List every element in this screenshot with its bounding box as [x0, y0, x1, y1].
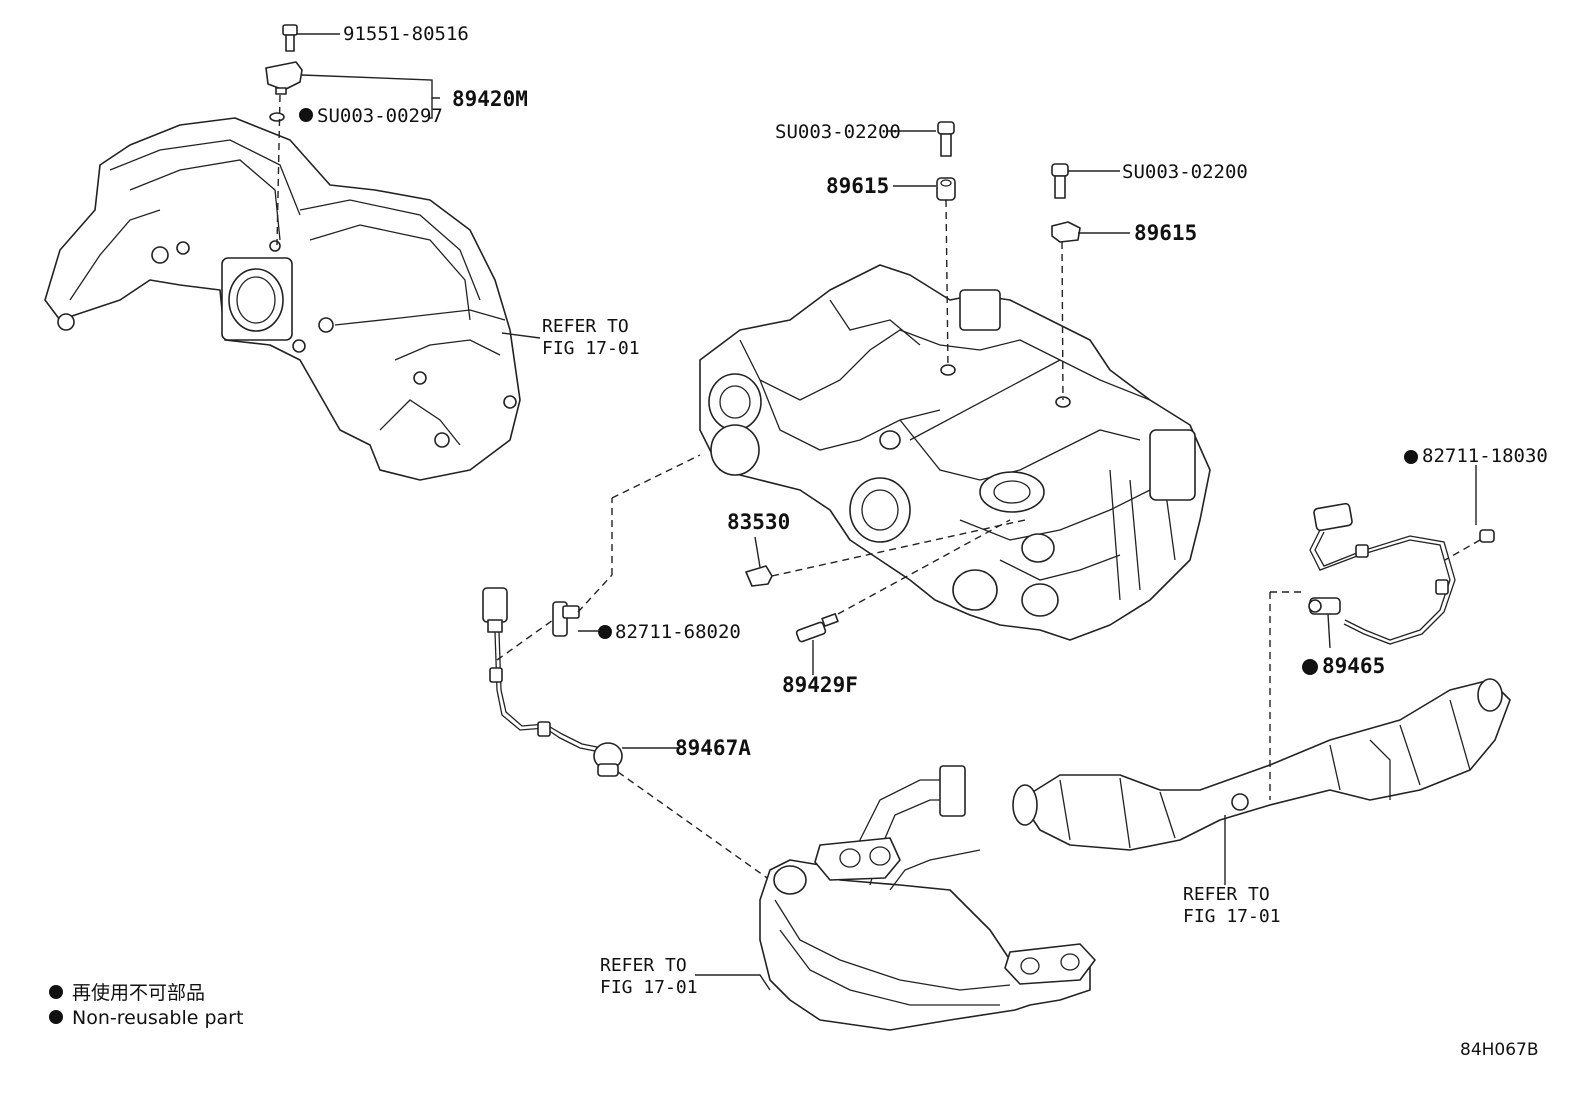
callout-82711-68020: 82711-68020 — [615, 621, 741, 643]
callout-89615-left: 89615 — [826, 174, 889, 198]
callout-83530: 83530 — [727, 510, 790, 534]
callout-su003-00297: SU003-00297 — [317, 105, 443, 127]
non-reusable-marker — [299, 108, 313, 122]
non-reusable-marker — [1302, 659, 1318, 675]
bolt-91551-illustration — [282, 24, 298, 52]
engine-block-illustration — [699, 264, 1211, 641]
clip-82711-18030-illustration — [1479, 529, 1495, 543]
cam-sensor-install-line — [577, 574, 613, 613]
callout-89615-right: 89615 — [1134, 221, 1197, 245]
callout-91551-80516: 91551-80516 — [343, 23, 469, 45]
bolt-su003-02200-left-illustration — [937, 121, 955, 157]
legend-text-en: Non-reusable part — [72, 1007, 243, 1029]
non-reusable-marker — [1404, 450, 1418, 464]
callout-fig-exhaust: FIG 17-01 — [600, 977, 698, 998]
non-reusable-marker — [598, 625, 612, 639]
intake-manifold-illustration — [44, 117, 521, 481]
legend-text-jp: 再使用不可部品 — [72, 982, 205, 1004]
catalytic-converter-illustration — [1012, 678, 1511, 851]
exhaust-manifold-illustration — [759, 765, 1096, 1031]
knock-right-install-line — [1061, 241, 1064, 401]
callout-89420m: 89420M — [452, 87, 528, 111]
callout-89465: 89465 — [1322, 654, 1385, 678]
legend-dot-jp — [49, 985, 63, 999]
diagram-code: 84H067B — [1460, 1040, 1539, 1060]
callout-82711-18030: 82711-18030 — [1422, 445, 1548, 467]
knock-sensor-89615-left-illustration — [936, 177, 956, 201]
map-sensor-illustration — [265, 61, 303, 95]
callout-89429f: 89429F — [782, 673, 858, 697]
o2-sensor-89467a-illustration — [482, 587, 623, 777]
knock-left-install-line — [945, 199, 949, 369]
callout-refer-to-cat: REFER TO — [1183, 884, 1270, 905]
temp-sensor-install-line — [837, 519, 1011, 615]
legend: 再使用不可部品 Non-reusable part — [49, 982, 243, 1029]
temp-sensor-89429f-illustration — [795, 613, 839, 643]
o2-sensor-89465-illustration — [1308, 502, 1456, 645]
oil-pressure-switch-83530-illustration — [745, 565, 773, 587]
callout-su003-02200-left: SU003-02200 — [775, 121, 901, 143]
cam-sensor-82711-68020-illustration — [552, 601, 580, 637]
callout-fig-cat: FIG 17-01 — [1183, 906, 1281, 927]
callout-89467a: 89467A — [675, 736, 751, 760]
callout-refer-to-intake: REFER TO — [542, 316, 629, 337]
map-sensor-install-line — [276, 94, 281, 246]
gasket-su003-00297-illustration — [269, 112, 285, 122]
o2-front-install-line — [617, 771, 771, 881]
bolt-su003-02200-right-illustration — [1051, 163, 1069, 199]
callout-fig-intake: FIG 17-01 — [542, 338, 640, 359]
callout-refer-to-exhaust: REFER TO — [600, 955, 687, 976]
legend-dot-en — [49, 1010, 63, 1024]
o2-rear-clip-install-line — [1444, 539, 1481, 561]
callout-su003-02200-right: SU003-02200 — [1122, 161, 1248, 183]
knock-sensor-89615-right-illustration — [1051, 221, 1081, 243]
